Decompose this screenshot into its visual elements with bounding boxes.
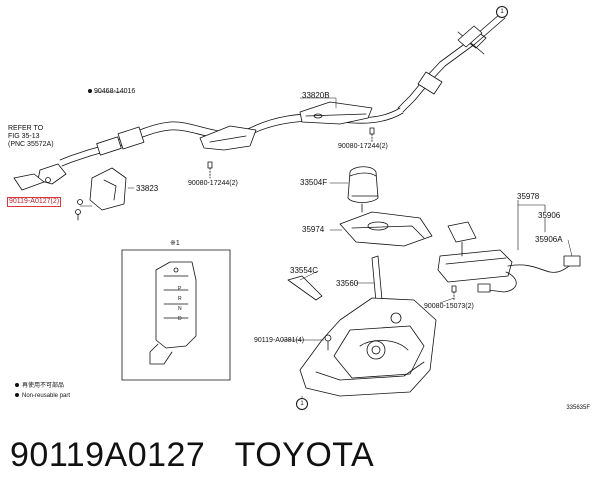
label-inset-mark: ※1 bbox=[170, 240, 180, 247]
bracket-33823 bbox=[77, 167, 127, 211]
caption-part-number: 90119A0127 bbox=[10, 436, 206, 474]
reference-circle-bottom: 1 bbox=[296, 398, 308, 410]
shift-lever-assembly bbox=[299, 255, 437, 397]
label-33560: 33560 bbox=[336, 279, 359, 288]
shift-knob-33504f bbox=[347, 166, 379, 213]
diagram-drawing: P R N D bbox=[13, 8, 581, 403]
svg-text:N: N bbox=[178, 306, 182, 312]
legend-line-2: Non-reusable part bbox=[15, 392, 70, 400]
svg-text:D: D bbox=[178, 316, 182, 322]
bracket-33820b bbox=[299, 101, 373, 125]
legend-line-1: 再使用不可部品 bbox=[15, 382, 64, 390]
label-35906: 35906 bbox=[538, 211, 561, 220]
label-text: 90468-14016 bbox=[94, 88, 136, 95]
legend-text-1: 再使用不可部品 bbox=[22, 383, 65, 389]
bullet-icon bbox=[15, 383, 19, 388]
shift-cable bbox=[117, 8, 507, 147]
label-refer-to: REFER TO FIG 35-13 (PNC 35572A) bbox=[8, 125, 54, 149]
bolts-90080-15073 bbox=[451, 285, 457, 301]
label-33820b: 33820B bbox=[302, 91, 330, 100]
cable-end-left bbox=[13, 126, 145, 191]
label-33823: 33823 bbox=[136, 184, 159, 193]
label-35978: 35978 bbox=[517, 192, 540, 201]
label-90080-15073: 90080-15073(2) bbox=[424, 303, 474, 310]
label-35906a: 35906A bbox=[535, 235, 563, 244]
label-90119-a0381: 90119-A0381(4) bbox=[254, 337, 305, 344]
svg-text:R: R bbox=[178, 296, 182, 302]
refer-line-2: FIG 35-13 bbox=[8, 133, 40, 140]
bolts-90080-17244 bbox=[207, 127, 375, 179]
module-35978 bbox=[437, 221, 513, 283]
legend-text-2: Non-reusable part bbox=[22, 393, 71, 399]
part-caption: 90119A0127 TOYOTA bbox=[10, 430, 374, 480]
housing-35974 bbox=[339, 211, 433, 247]
label-90080-17244-right: 90080-17244(2) bbox=[338, 143, 388, 150]
refer-line-3: (PNC 35572A) bbox=[8, 141, 54, 148]
leader-lines bbox=[79, 91, 573, 403]
svg-text:P: P bbox=[178, 286, 182, 292]
cable-guide bbox=[199, 125, 257, 151]
bolt-90119-a0127 bbox=[75, 209, 81, 221]
cover-33554c bbox=[287, 275, 323, 301]
caption-brand: TOYOTA bbox=[234, 436, 375, 474]
illustration-code: 335635F bbox=[566, 405, 590, 411]
label-90080-17244-left: 90080-17244(2) bbox=[188, 180, 238, 187]
label-90119-a0127-highlighted[interactable]: 90119-A0127(2) bbox=[7, 197, 62, 207]
callout-bracket-35978 bbox=[517, 199, 546, 251]
reference-circle-top: 1 bbox=[496, 6, 508, 18]
label-33504f: 33504F bbox=[300, 178, 328, 187]
refer-line-1: REFER TO bbox=[8, 125, 44, 132]
bullet-icon bbox=[15, 393, 19, 398]
harness-35906 bbox=[477, 255, 581, 293]
label-90468-14016: 90468-14016 bbox=[88, 88, 135, 96]
inset-box: P R N D bbox=[121, 249, 231, 381]
label-33554c: 33554C bbox=[290, 266, 319, 275]
bolts-90119-a0381 bbox=[324, 334, 332, 351]
label-35974: 35974 bbox=[302, 225, 325, 234]
parts-diagram: P R N D 90468-14016 REFER TO FIG 35-13 (… bbox=[7, 6, 590, 411]
